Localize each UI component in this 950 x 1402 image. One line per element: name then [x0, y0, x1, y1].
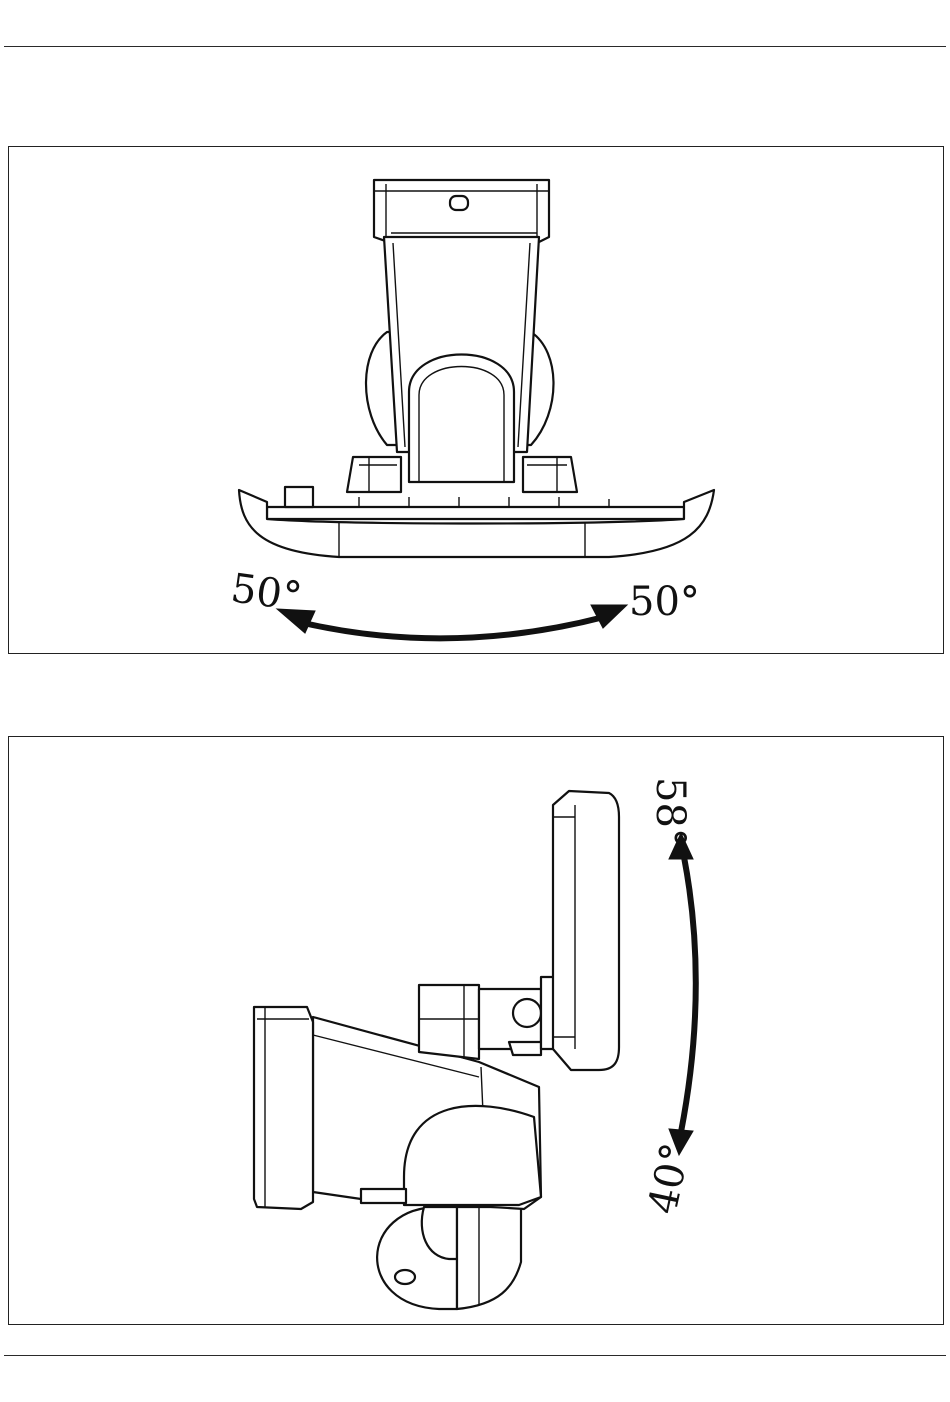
angle-label-right: 50°	[629, 579, 700, 625]
angle-label-left: 50°	[228, 565, 305, 620]
tilt-arrow	[681, 857, 696, 1132]
front-view-panel: 50° 50°	[8, 146, 944, 654]
front-view-drawing: 50° 50°	[9, 147, 945, 655]
sensor-head-side	[254, 791, 619, 1309]
top-rule	[4, 46, 946, 47]
side-view-panel: 58° 40°	[8, 736, 944, 1325]
sensor-head-front	[239, 180, 714, 557]
angle-label-up: 58°	[647, 777, 693, 848]
bottom-rule	[4, 1355, 946, 1356]
side-view-drawing: 58° 40°	[9, 737, 945, 1326]
angle-label-down: 40°	[640, 1139, 700, 1218]
swivel-arrow	[299, 617, 604, 638]
